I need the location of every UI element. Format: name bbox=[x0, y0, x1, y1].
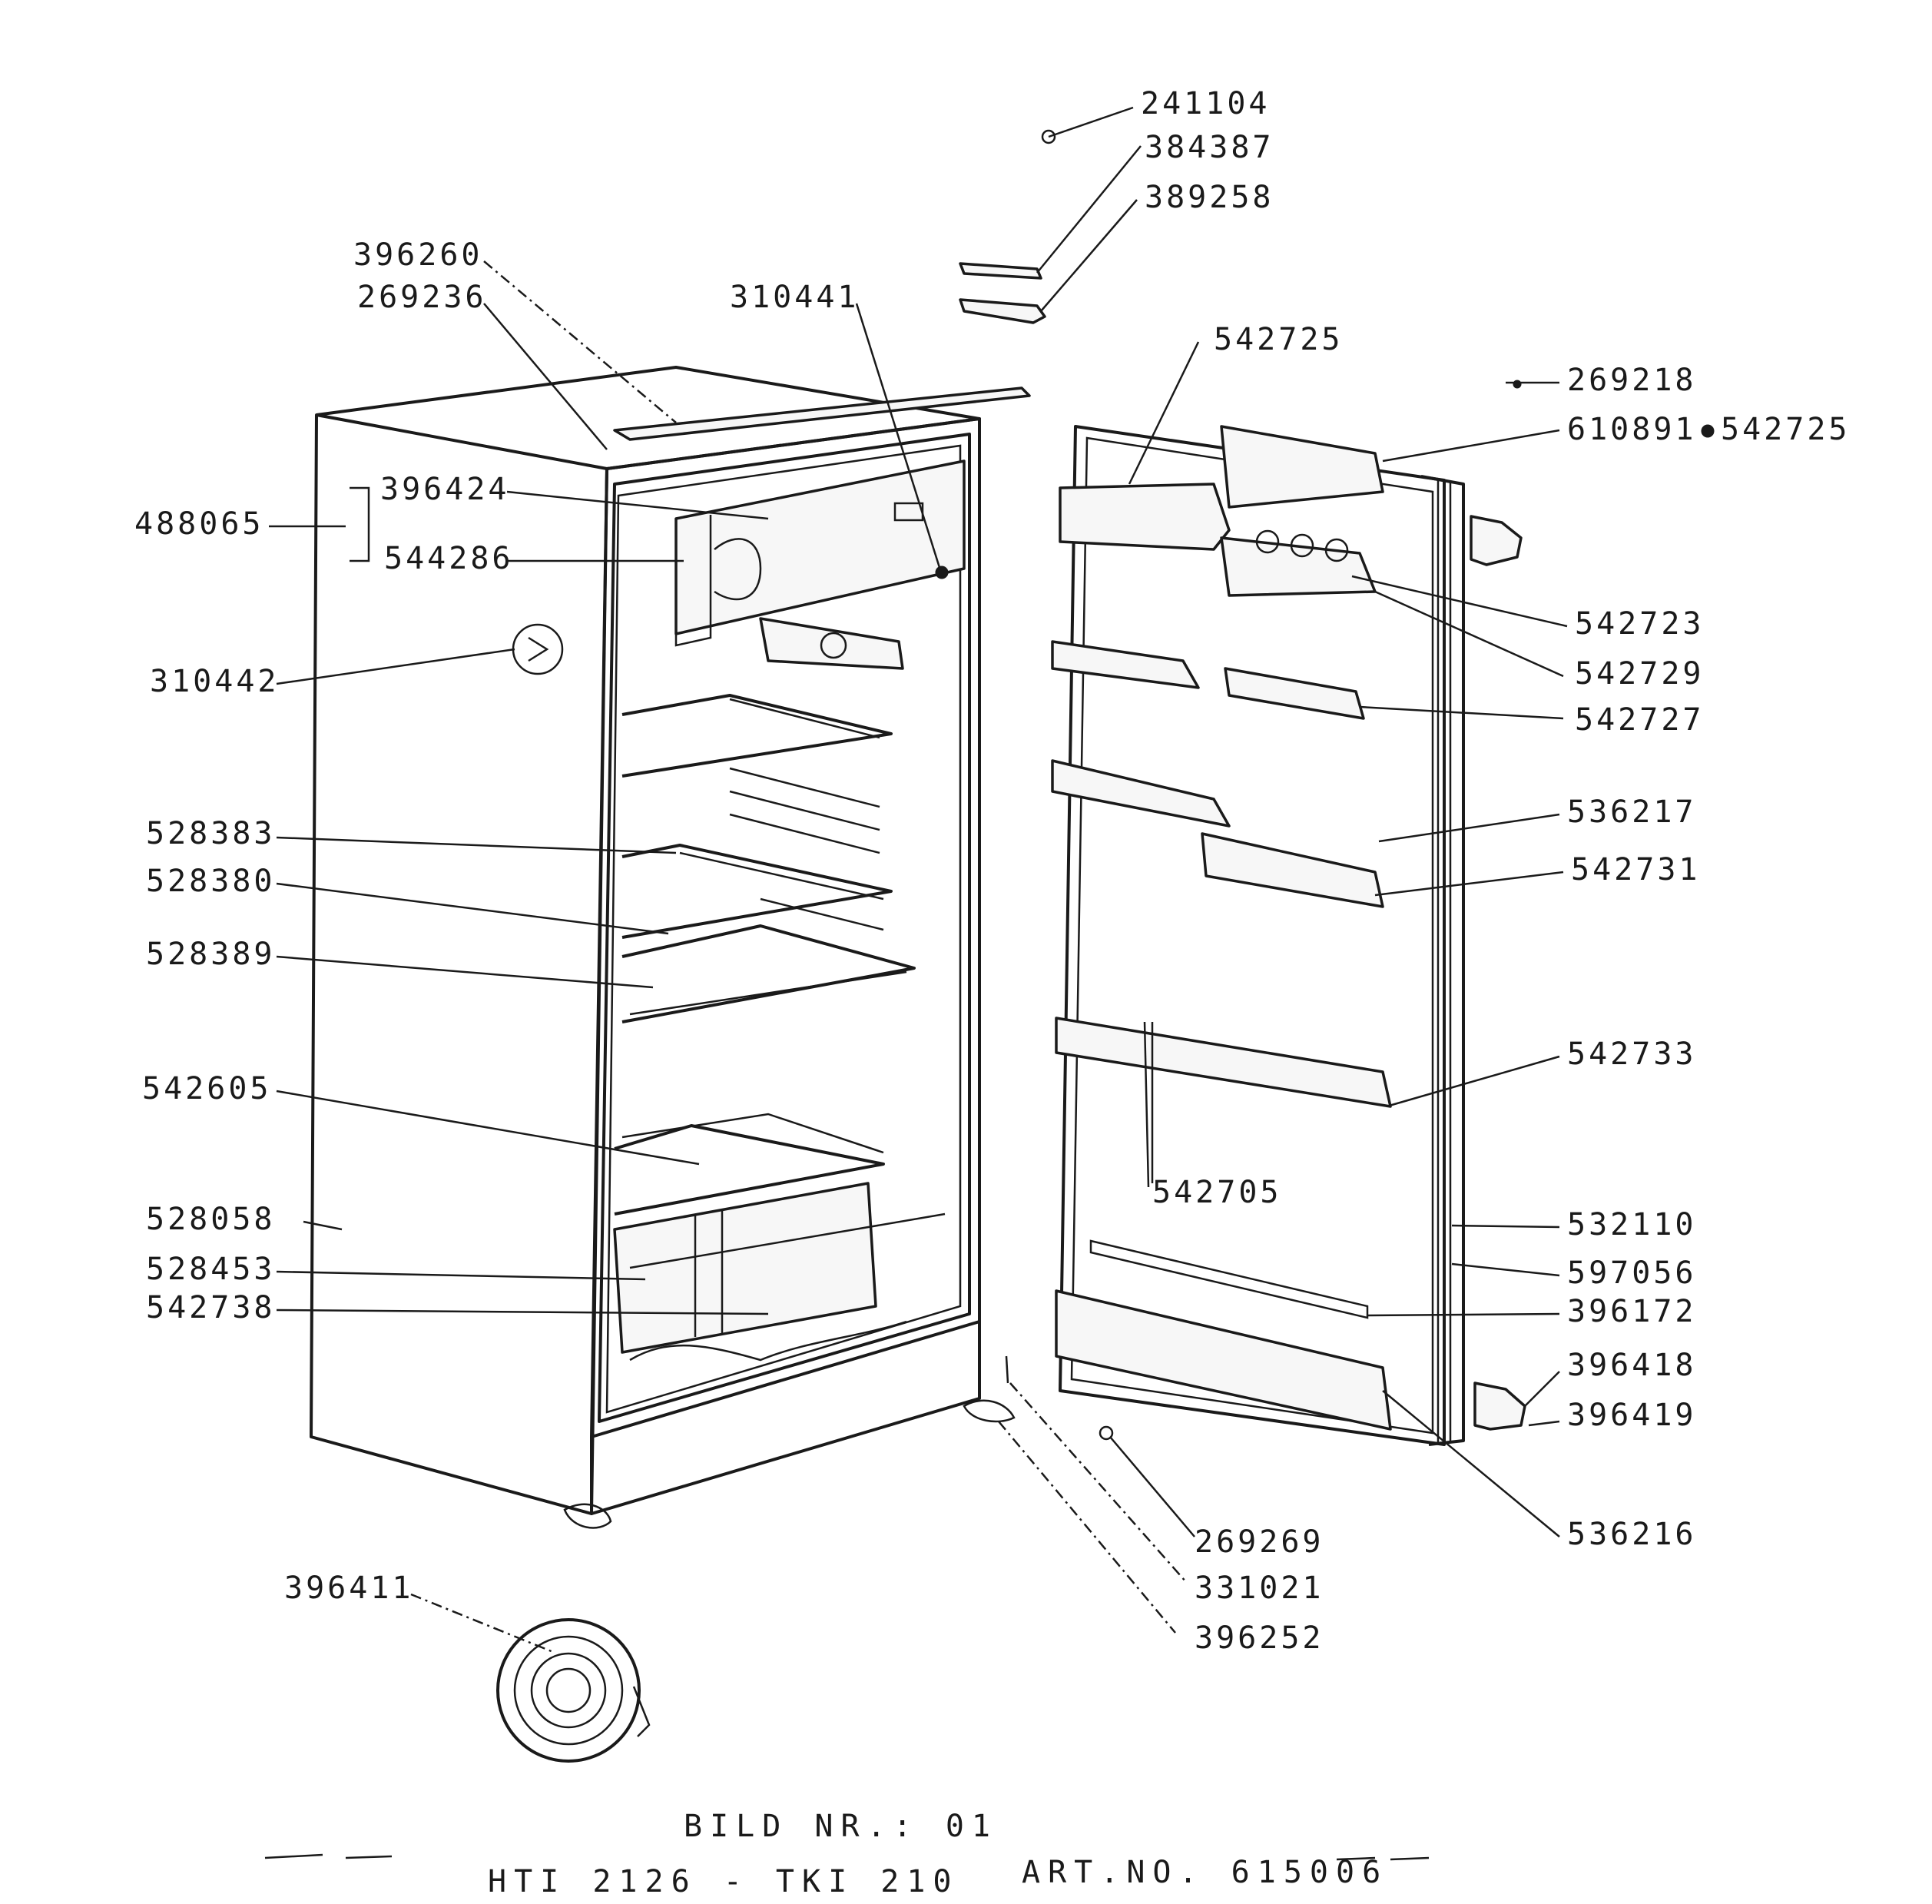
part-label-331021: 331021 bbox=[1195, 1571, 1324, 1606]
leader-lines bbox=[269, 106, 1568, 1654]
part-label-269236: 269236 bbox=[357, 280, 487, 315]
part-label-528380: 528380 bbox=[146, 864, 276, 899]
part-label-488065: 488065 bbox=[134, 506, 264, 542]
part-label-542705: 542705 bbox=[1152, 1175, 1282, 1210]
part-label-610891: 610891 bbox=[1567, 412, 1697, 447]
figure-caption: BILD NR.: 01 HTI 2126 - TKI 210 ART.NO. … bbox=[264, 1809, 1430, 1899]
bottom-small-parts bbox=[496, 1355, 1114, 1763]
part-label-396419: 396419 bbox=[1567, 1398, 1697, 1433]
part-label-384387: 384387 bbox=[1145, 130, 1274, 165]
part-label-542725-alt: 542725 bbox=[1721, 412, 1851, 447]
cabinet-drawing bbox=[310, 366, 1031, 1529]
part-label-528058: 528058 bbox=[146, 1202, 276, 1237]
part-label-542605: 542605 bbox=[142, 1071, 272, 1106]
part-label-396418: 396418 bbox=[1567, 1348, 1697, 1383]
part-label-396424: 396424 bbox=[380, 472, 510, 507]
part-label-536217: 536217 bbox=[1567, 794, 1697, 830]
part-label-269269: 269269 bbox=[1195, 1524, 1324, 1560]
part-label-528389: 528389 bbox=[146, 937, 276, 972]
part-label-542733: 542733 bbox=[1567, 1037, 1697, 1072]
part-labels: 241104 384387 389258 396260 269236 31044… bbox=[134, 86, 1851, 1656]
article-number: ART.NO. 615006 bbox=[1022, 1855, 1388, 1890]
part-label-310441: 310441 bbox=[730, 280, 860, 315]
part-label-597056: 597056 bbox=[1567, 1256, 1697, 1291]
part-label-542738: 542738 bbox=[146, 1290, 276, 1325]
part-label-544286: 544286 bbox=[384, 541, 514, 576]
figure-number: BILD NR.: 01 bbox=[684, 1809, 998, 1844]
part-label-528453: 528453 bbox=[146, 1252, 276, 1287]
top-small-parts bbox=[959, 129, 1522, 389]
model-designation: HTI 2126 - TKI 210 bbox=[488, 1864, 959, 1899]
part-label-542731: 542731 bbox=[1571, 852, 1701, 887]
part-label-241104: 241104 bbox=[1141, 86, 1271, 121]
part-label-396411: 396411 bbox=[284, 1571, 414, 1606]
part-label-396260: 396260 bbox=[353, 237, 483, 273]
part-label-542729: 542729 bbox=[1575, 656, 1705, 692]
part-label-542727: 542727 bbox=[1575, 702, 1705, 738]
part-label-396252: 396252 bbox=[1195, 1620, 1324, 1656]
bullet-separator bbox=[1701, 424, 1715, 438]
evaporator-tray bbox=[496, 1618, 651, 1763]
part-label-310442: 310442 bbox=[150, 664, 280, 699]
part-label-269218: 269218 bbox=[1567, 363, 1697, 398]
door-drawing bbox=[1051, 425, 1526, 1446]
part-label-542723: 542723 bbox=[1575, 606, 1705, 642]
part-label-532110: 532110 bbox=[1567, 1207, 1697, 1242]
part-label-389258: 389258 bbox=[1145, 180, 1274, 215]
part-label-528383: 528383 bbox=[146, 816, 276, 851]
part-label-536216: 536216 bbox=[1567, 1517, 1697, 1552]
part-label-396172: 396172 bbox=[1567, 1294, 1697, 1329]
part-label-542725: 542725 bbox=[1214, 322, 1344, 357]
